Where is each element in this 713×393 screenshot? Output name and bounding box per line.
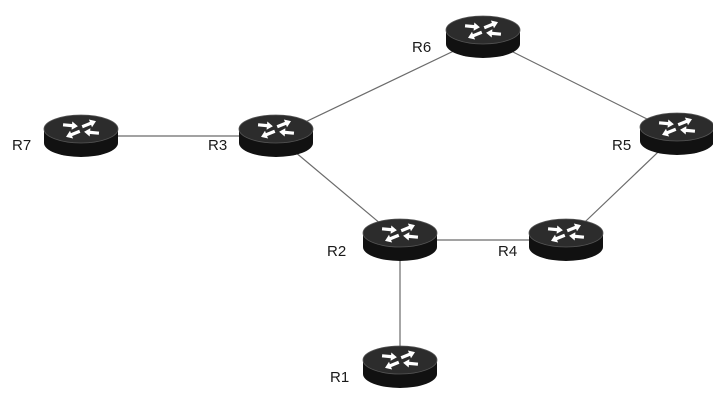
- router-top: [362, 218, 438, 248]
- router-r2[interactable]: [362, 218, 438, 261]
- arrow-icon: [547, 225, 563, 234]
- arrow-icon: [403, 232, 419, 241]
- link-r6-r5: [482, 36, 678, 135]
- router-label-r6: R6: [412, 39, 431, 56]
- router-label-r5: R5: [612, 137, 631, 154]
- arrow-icon: [483, 20, 498, 30]
- router-top: [362, 345, 438, 375]
- arrow-icon: [403, 359, 419, 368]
- arrow-icon: [566, 223, 581, 233]
- arrow-icon: [385, 360, 400, 370]
- router-r3[interactable]: [238, 114, 314, 157]
- arrow-icon: [66, 129, 81, 139]
- arrow-icon: [658, 119, 674, 128]
- arrow-icon: [381, 225, 397, 234]
- router-r6[interactable]: [445, 15, 521, 58]
- arrow-icon: [400, 350, 415, 360]
- arrow-icon: [662, 127, 677, 137]
- router-r4[interactable]: [528, 218, 604, 261]
- router-icon: [547, 223, 585, 243]
- router-label-r3: R3: [208, 137, 227, 154]
- router-top: [43, 114, 119, 144]
- links-layer: [81, 36, 678, 367]
- arrow-icon: [62, 121, 78, 130]
- arrow-icon: [400, 223, 415, 233]
- arrow-icon: [261, 129, 276, 139]
- arrow-icon: [81, 119, 96, 129]
- arrow-icon: [680, 126, 696, 135]
- arrow-icon: [468, 30, 483, 40]
- arrow-icon: [464, 22, 480, 31]
- arrow-icon: [486, 29, 502, 38]
- router-icon: [257, 119, 295, 139]
- router-r7[interactable]: [43, 114, 119, 157]
- router-icon: [62, 119, 100, 139]
- router-icon: [381, 350, 419, 370]
- router-label-r4: R4: [498, 243, 517, 260]
- arrow-icon: [84, 128, 100, 137]
- router-r5[interactable]: [639, 112, 713, 155]
- router-top: [238, 114, 314, 144]
- link-r3-r6: [275, 36, 484, 137]
- router-r1[interactable]: [362, 345, 438, 388]
- router-icon: [381, 223, 419, 243]
- router-top: [445, 15, 521, 45]
- arrow-icon: [551, 233, 566, 243]
- router-top: [639, 112, 713, 142]
- router-top: [528, 218, 604, 248]
- routers-layer: [43, 15, 713, 388]
- arrow-icon: [381, 352, 397, 361]
- router-icon: [658, 117, 696, 137]
- router-label-r7: R7: [12, 137, 31, 154]
- arrow-icon: [677, 117, 692, 127]
- router-label-r1: R1: [330, 369, 349, 386]
- arrow-icon: [279, 128, 295, 137]
- arrow-icon: [385, 233, 400, 243]
- arrow-icon: [257, 121, 273, 130]
- arrow-icon: [569, 232, 585, 241]
- router-label-r2: R2: [327, 243, 346, 260]
- arrow-icon: [276, 119, 291, 129]
- router-icon: [464, 20, 502, 40]
